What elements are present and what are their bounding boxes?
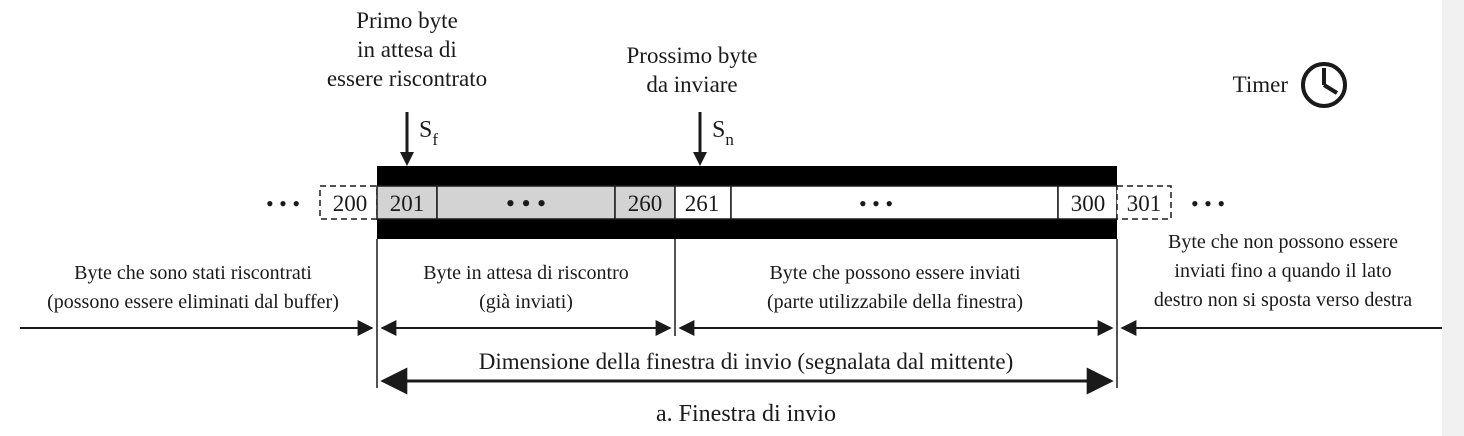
cell-301-label: 301 xyxy=(1127,191,1162,216)
blocked-line-2: inviati fino a quando il lato xyxy=(1174,260,1391,282)
window-top-bar xyxy=(377,166,1117,186)
cell-300-label: 300 xyxy=(1071,191,1106,216)
right-edge-strip xyxy=(1442,0,1464,436)
right-ellipsis: • • • xyxy=(1191,191,1225,216)
cell-200-label: 200 xyxy=(333,191,368,216)
boundary-lines xyxy=(376,239,1118,388)
acked-line-1: Byte che sono stati riscontrati xyxy=(74,262,312,284)
sf-symbol: Sf xyxy=(419,117,438,149)
figure-caption: a. Finestra di invio xyxy=(656,401,836,427)
cell-260-label: 260 xyxy=(628,191,663,216)
next-to-send-label: Prossimo byte da inviare xyxy=(627,43,758,97)
sf-pointer: Sf xyxy=(400,112,438,166)
cell-201 xyxy=(376,185,438,220)
clock-icon xyxy=(1301,62,1347,108)
sn-symbol: Sn xyxy=(712,117,734,149)
blocked-region-label: Byte che non possono essere inviati fino… xyxy=(1154,231,1412,311)
sendable-ellipsis: • • • xyxy=(859,191,893,216)
first-unacked-line-2: in attesa di xyxy=(357,37,457,62)
first-unacked-label: Primo byte in attesa di essere riscontra… xyxy=(327,8,487,91)
sn-letter: S xyxy=(712,117,725,143)
first-unacked-line-1: Primo byte xyxy=(356,8,458,33)
waiting-line-1: Byte in attesa di riscontro xyxy=(423,262,629,284)
blocked-line-1: Byte che non possono essere xyxy=(1168,231,1398,253)
cell-261-label: 261 xyxy=(685,191,720,216)
blocked-line-3: destro non si sposta verso destra xyxy=(1154,289,1412,311)
window-bottom-bar xyxy=(377,219,1117,239)
cell-200 xyxy=(319,185,378,220)
left-ellipsis: • • • xyxy=(266,191,300,216)
cell-301 xyxy=(1116,185,1172,220)
sf-letter: S xyxy=(419,117,432,143)
next-to-send-line-2: da inviare xyxy=(646,72,737,97)
window-size-label: Dimensione della finestra di invio (segn… xyxy=(479,349,1014,374)
cell-300 xyxy=(1057,185,1118,220)
timer-label: Timer xyxy=(1233,72,1289,97)
sf-subscript: f xyxy=(432,130,438,149)
waiting-line-2: (già inviati) xyxy=(479,291,573,313)
sendable-line-1: Byte che possono essere inviati xyxy=(769,262,1020,284)
cell-201-label: 201 xyxy=(390,191,425,216)
first-unacked-line-3: essere riscontrato xyxy=(327,66,487,91)
next-to-send-line-1: Prossimo byte xyxy=(627,43,758,68)
sendable-ellipsis-cell xyxy=(730,185,1059,220)
sendable-line-2: (parte utilizzabile della finestra) xyxy=(767,291,1023,313)
waiting-region-label: Byte in attesa di riscontro (già inviati… xyxy=(423,262,629,313)
acked-line-2: (possono essere eliminati dal buffer) xyxy=(47,291,339,313)
sn-subscript: n xyxy=(725,130,734,149)
sn-pointer: Sn xyxy=(693,112,734,166)
waiting-ellipsis: • • • xyxy=(506,189,546,218)
sendable-region-label: Byte che possono essere inviati (parte u… xyxy=(767,262,1023,313)
byte-row: • • • 200 201 • • • 260 261 • • • 300 30… xyxy=(266,185,1225,220)
acked-region-label: Byte che sono stati riscontrati (possono… xyxy=(47,262,339,313)
